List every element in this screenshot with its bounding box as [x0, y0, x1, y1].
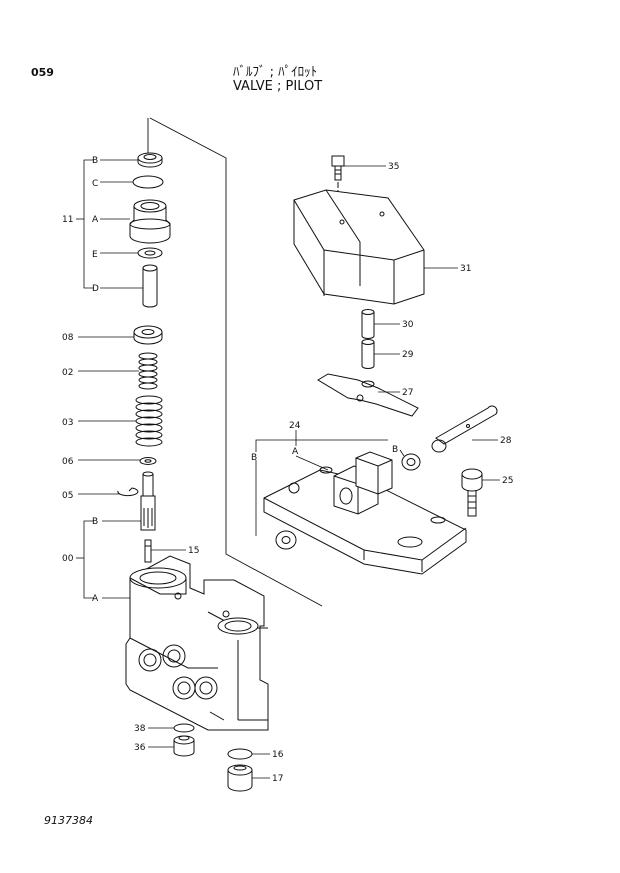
part-06-washer — [139, 457, 157, 465]
label-00: 00 — [62, 554, 74, 564]
part-05-circlip — [117, 487, 139, 497]
label-35: 35 — [388, 162, 399, 172]
part-30-pin — [361, 309, 375, 339]
label-36: 36 — [134, 743, 146, 753]
label-06: 06 — [62, 457, 74, 467]
label-a-top: A — [92, 215, 99, 225]
label-11: 11 — [62, 215, 73, 225]
title-japanese: ﾊﾞﾙﾌﾞ ; ﾊﾟｲﾛｯﾄ — [233, 65, 318, 80]
label-17: 17 — [272, 774, 283, 784]
part-17-plug — [227, 764, 253, 792]
label-02: 02 — [62, 368, 73, 378]
document-number: 9137384 — [44, 814, 93, 827]
part-o-ring-c — [132, 175, 164, 189]
label-24: 24 — [289, 421, 301, 431]
label-c: C — [92, 179, 98, 189]
part-16-o-ring — [227, 748, 253, 760]
part-24-plate-assembly — [263, 451, 467, 575]
label-15: 15 — [188, 546, 199, 556]
part-02-inner-spring — [138, 352, 158, 390]
leader-lines — [76, 159, 500, 779]
label-b-top: B — [92, 156, 98, 166]
part-15-pin — [144, 539, 152, 563]
label-27: 27 — [402, 388, 413, 398]
callout-labels: B C 11 A E D 08 02 03 06 05 B 00 A 15 38… — [62, 156, 513, 784]
part-25-bolt — [461, 468, 483, 517]
assembly-centerline — [147, 117, 323, 607]
part-seal-b-top — [137, 152, 163, 168]
part-38-o-ring — [173, 723, 195, 733]
part-bushing-b-left — [275, 530, 297, 550]
label-b-left: B — [251, 453, 257, 463]
part-29-pin — [361, 339, 375, 369]
label-38: 38 — [134, 724, 146, 734]
label-03: 03 — [62, 418, 73, 428]
label-a-right: A — [292, 447, 299, 457]
part-28-shaft — [431, 405, 498, 453]
label-30: 30 — [402, 320, 414, 330]
label-29: 29 — [402, 350, 414, 360]
label-e: E — [92, 250, 98, 260]
page-number: 059 — [31, 66, 54, 79]
label-08: 08 — [62, 333, 74, 343]
part-31-cover — [293, 189, 425, 305]
part-bushing-b-right — [401, 453, 421, 471]
part-spool-b — [140, 471, 156, 531]
label-28: 28 — [500, 436, 512, 446]
part-sleeve-a — [129, 199, 171, 244]
part-03-outer-spring — [135, 395, 163, 447]
label-a-mid: A — [92, 594, 99, 604]
label-31: 31 — [460, 264, 471, 274]
label-b-mid: B — [92, 517, 98, 527]
part-35-screw — [331, 155, 345, 181]
label-05: 05 — [62, 491, 73, 501]
label-16: 16 — [272, 750, 284, 760]
label-25: 25 — [502, 476, 513, 486]
part-27-lever — [317, 373, 419, 417]
part-36-plug — [173, 735, 195, 757]
part-washer-e — [137, 247, 163, 259]
label-d: D — [92, 284, 99, 294]
label-b-right: B — [392, 445, 398, 455]
part-valve-body-a — [125, 555, 269, 731]
title-english: VALVE ; PILOT — [233, 79, 323, 94]
part-08-spring-seat — [133, 325, 163, 345]
part-plunger-d — [142, 264, 158, 308]
